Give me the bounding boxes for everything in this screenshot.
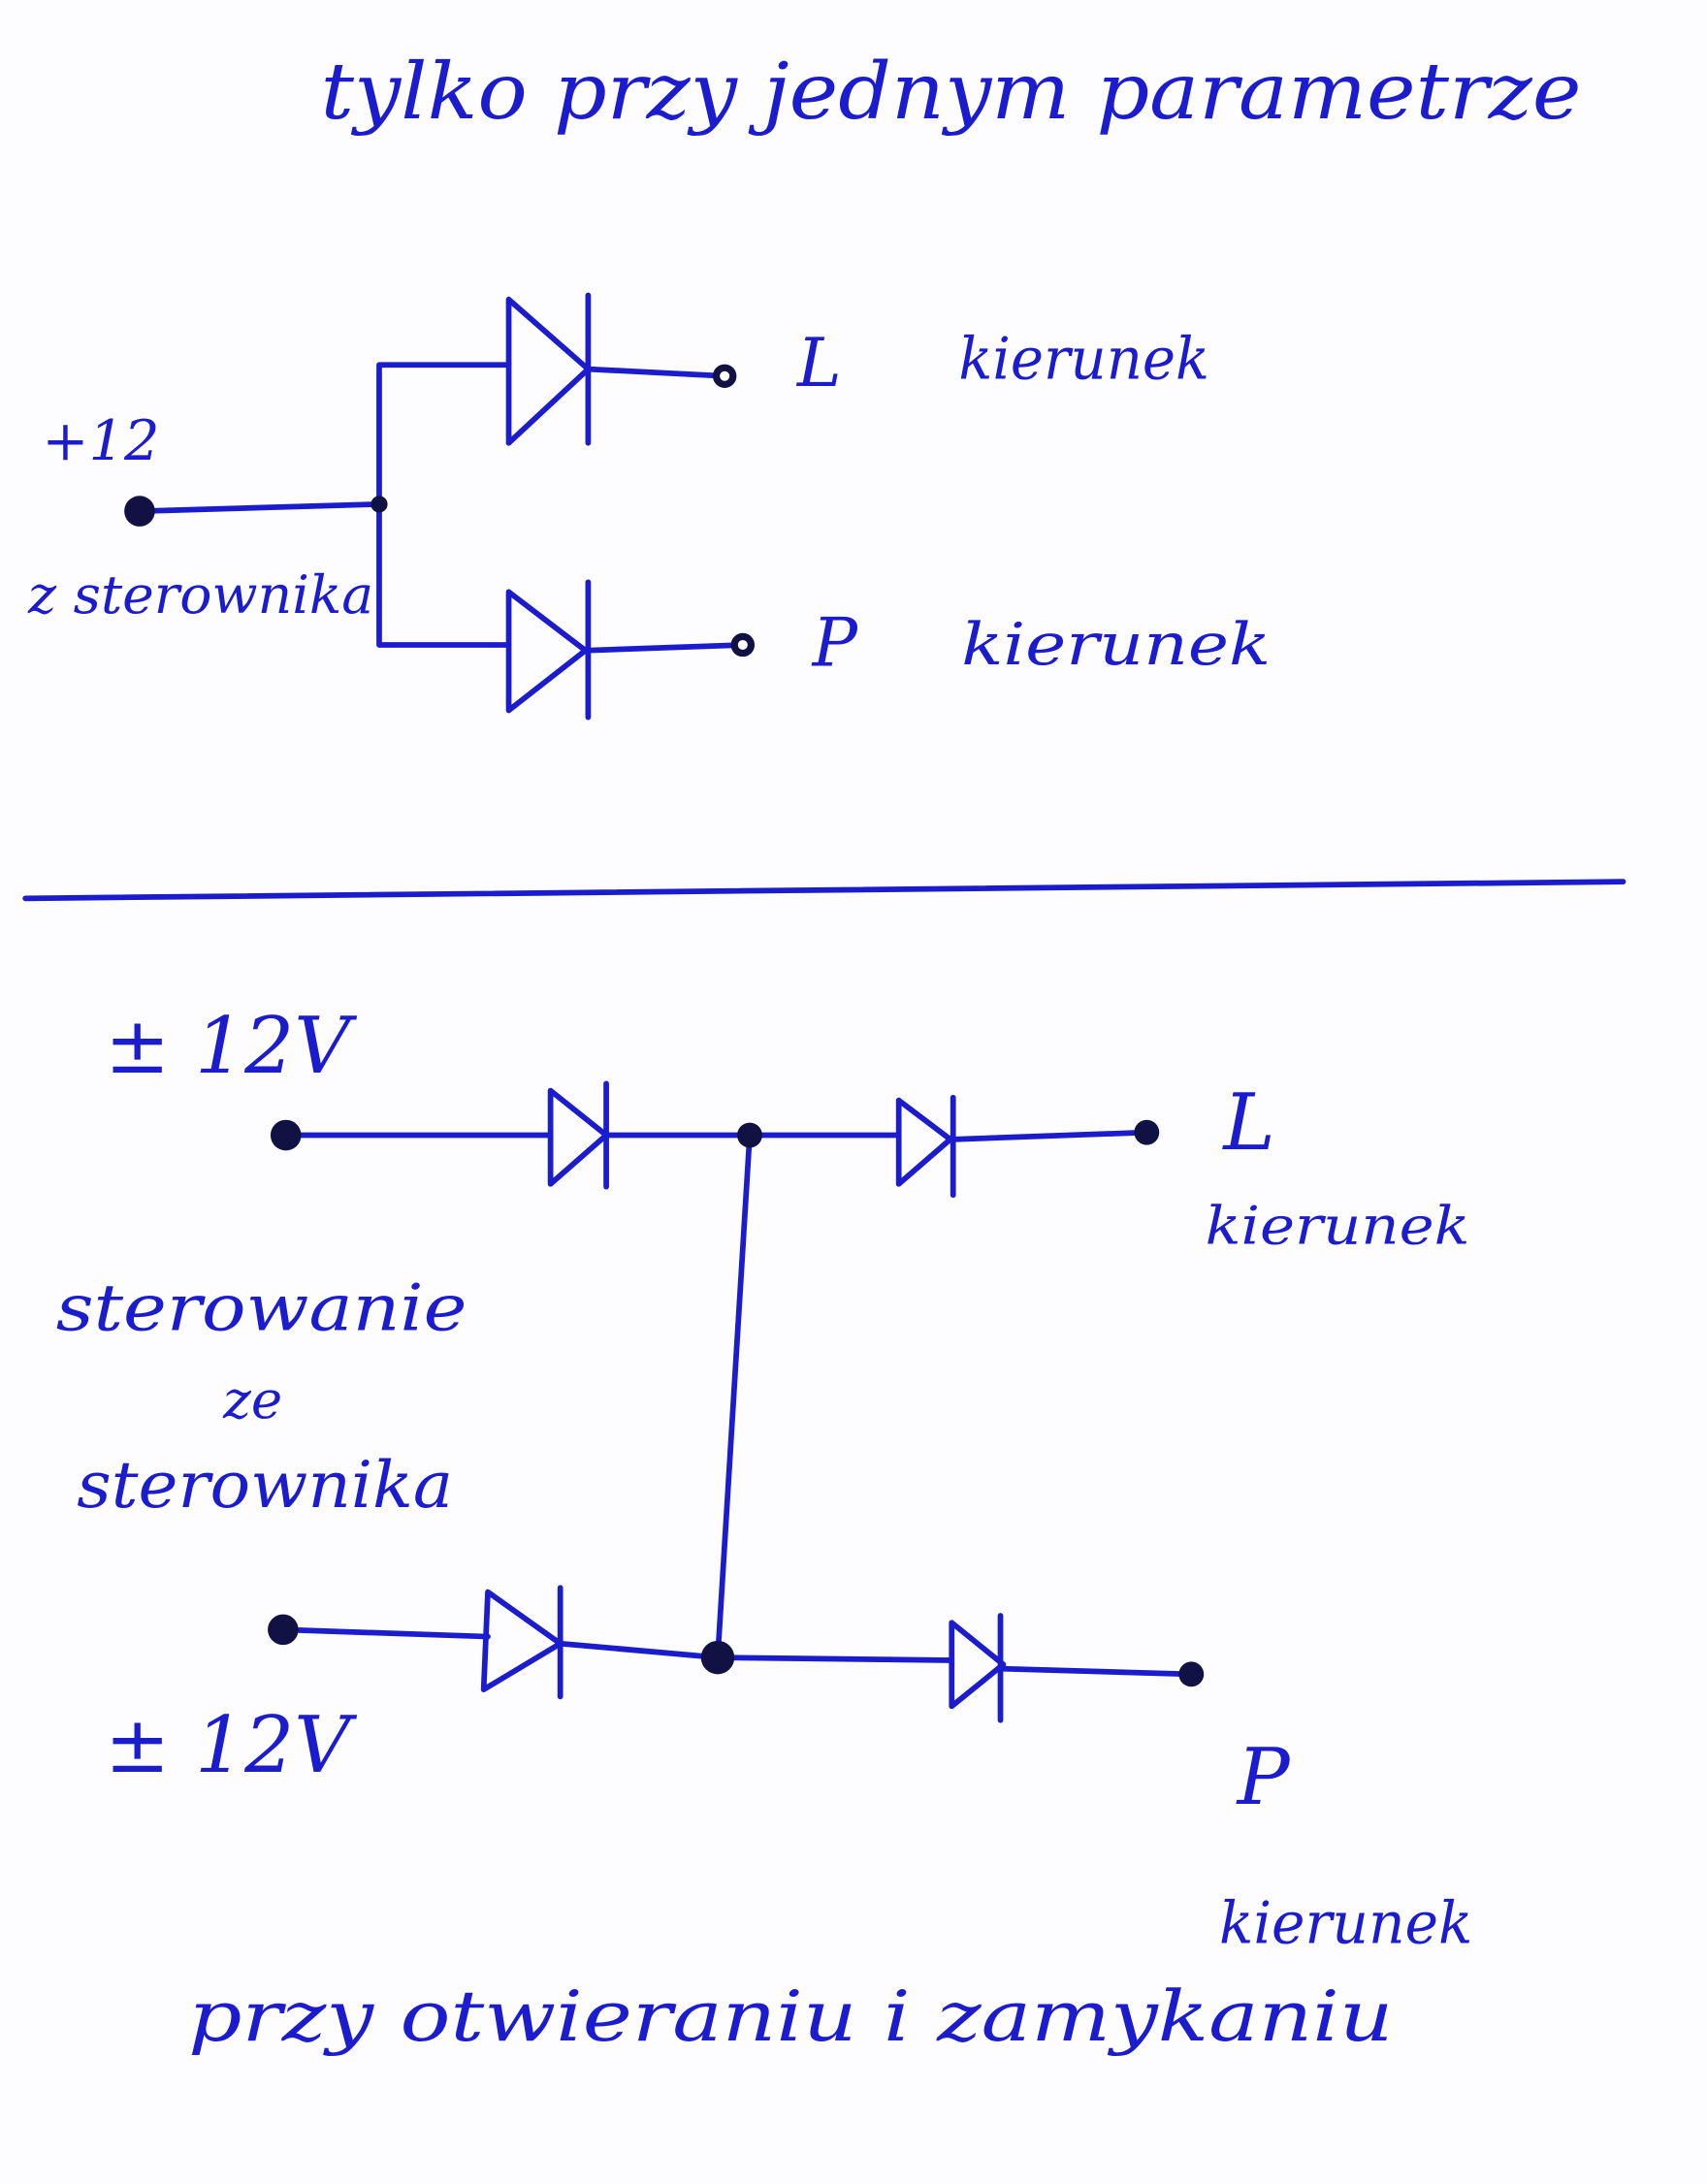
output-P-label: P: [811, 605, 859, 683]
output-P-caption: kierunek: [1219, 1890, 1472, 1958]
output-L-label: L: [795, 325, 842, 402]
output-L-caption: kierunek: [958, 326, 1209, 394]
terminal-supply-upper: [270, 1119, 302, 1151]
supply-top-label: ± 12V: [105, 1000, 357, 1091]
top-circuit: +12 z sterownika L kierunek P kierunek: [27, 292, 1271, 721]
terminal-supply: [124, 496, 155, 527]
output-P-caption: kierunek: [961, 611, 1271, 679]
output-L-label: L: [1221, 1076, 1274, 1168]
diode-upper-left: [547, 1080, 609, 1190]
terminal-L: [1134, 1119, 1160, 1145]
source-label: z sterownika: [27, 563, 373, 626]
diode-lower-right: [949, 1613, 1007, 1723]
terminal-supply-lower: [268, 1614, 299, 1646]
footer-caption: przy otwieraniu i zamykaniu: [188, 1975, 1393, 2057]
control-label-3: sterownika: [77, 1448, 453, 1523]
diode-top-left: [505, 292, 592, 446]
supply-label: +12: [42, 408, 159, 473]
control-label-1: sterowanie: [56, 1271, 467, 1346]
page-title: tylko przy jednym parametrze: [321, 46, 1582, 137]
supply-bottom-label: ± 12V: [105, 1699, 357, 1790]
diode-top-right: [505, 579, 592, 721]
output-L-caption: kierunek: [1206, 1195, 1470, 1257]
junction-dot-lower: [700, 1640, 735, 1675]
junction-dot-upper: [737, 1122, 762, 1148]
terminal-P: [1178, 1661, 1205, 1687]
junction-dot: [370, 496, 388, 513]
output-P-label: P: [1236, 1731, 1292, 1822]
diode-upper-right: [895, 1094, 956, 1199]
terminal-L: [712, 364, 737, 388]
diode-lower-left: [480, 1585, 564, 1700]
terminal-P: [730, 632, 756, 658]
divider-line: [22, 879, 1626, 902]
control-label-2: ze: [222, 1368, 282, 1430]
bottom-circuit: ± 12V sterowanie ze sterownika ± 12V L k…: [56, 1000, 1473, 1958]
